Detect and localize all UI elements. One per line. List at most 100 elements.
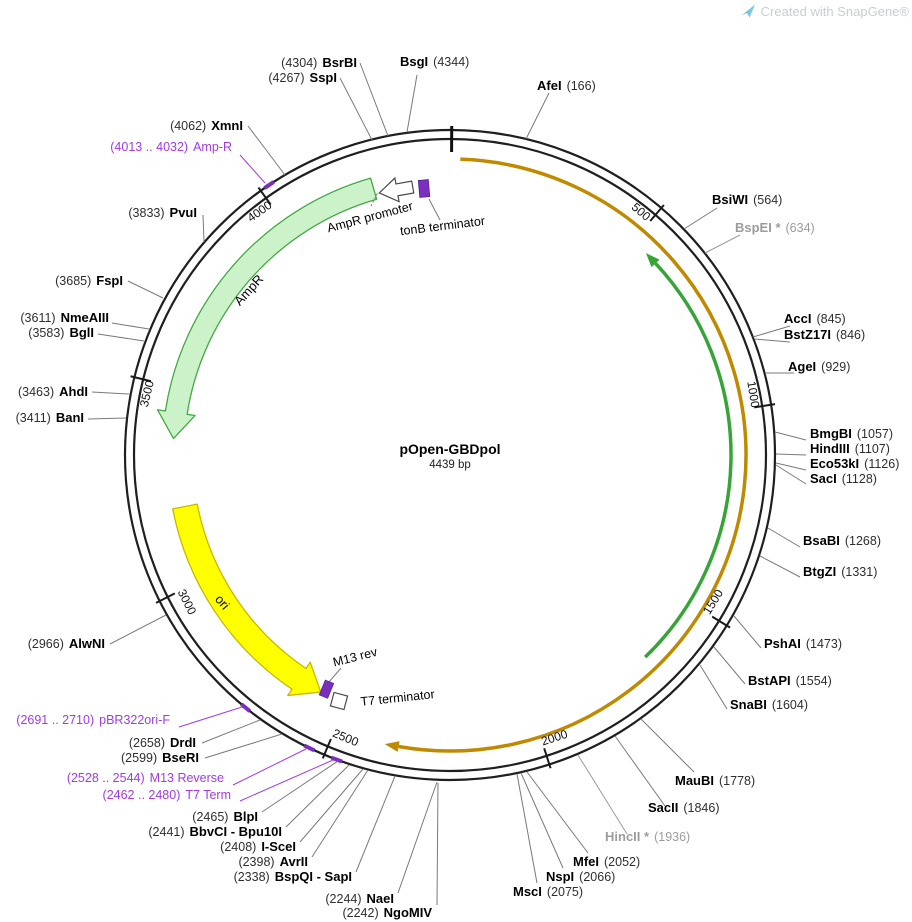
leader-line bbox=[713, 646, 746, 685]
enzyme-label-msci[interactable]: MscI(2075) bbox=[513, 884, 584, 899]
enzyme-label-hindiii[interactable]: HindIII(1107) bbox=[810, 441, 890, 456]
enzyme-label-sacii[interactable]: SacII(1846) bbox=[648, 800, 720, 815]
feature-arc-inner-arrowhead[interactable] bbox=[645, 253, 660, 268]
leader-line bbox=[775, 464, 807, 485]
leader-line bbox=[261, 760, 339, 813]
leader-line bbox=[520, 772, 564, 869]
primer-label-t7-term[interactable]: (2462 .. 2480)T7 Term bbox=[102, 788, 231, 802]
enzyme-label-bsrbi[interactable]: (4304)BsrBI bbox=[281, 55, 357, 70]
enzyme-label-maubi[interactable]: MauBI(1778) bbox=[675, 773, 756, 788]
enzyme-label-bseri[interactable]: (2599)BseRI bbox=[121, 750, 199, 765]
t7-terminator-label[interactable]: T7 terminator bbox=[360, 687, 435, 709]
watermark-text: Created with SnapGene® bbox=[760, 3, 909, 19]
feature-arc-inner[interactable] bbox=[643, 262, 733, 659]
ampr-promoter-leader bbox=[370, 191, 379, 207]
enzyme-label-ahdi[interactable]: (3463)AhdI bbox=[17, 384, 88, 399]
leader-line bbox=[397, 781, 438, 894]
leader-line bbox=[683, 207, 718, 230]
leader-line bbox=[436, 782, 439, 906]
m13-rev-label[interactable]: M13 rev bbox=[331, 645, 379, 670]
ampr-promoter-arrow-glyph[interactable] bbox=[377, 175, 415, 205]
plasmid-backbone-outer-circle bbox=[123, 128, 777, 782]
enzyme-label-bstapi[interactable]: BstAPI(1554) bbox=[748, 673, 832, 688]
leader-line bbox=[311, 769, 369, 858]
leader-line bbox=[87, 417, 127, 420]
enzyme-label-nspi[interactable]: NspI(2066) bbox=[546, 869, 616, 884]
enzyme-label-alwni[interactable]: (2966)AlwNI bbox=[27, 636, 105, 651]
plasmid-title-block: pOpen-GBDpol 4439 bp bbox=[330, 441, 570, 471]
enzyme-label-naei[interactable]: (2244)NaeI bbox=[325, 891, 394, 906]
enzyme-label-btgzi[interactable]: BtgZI(1331) bbox=[803, 564, 878, 579]
tick-label: 2000 bbox=[540, 727, 570, 749]
tick-label: 3500 bbox=[137, 379, 157, 409]
primer-site-mark[interactable] bbox=[240, 702, 252, 713]
enzyme-label-bsgi[interactable]: BsgI(4344) bbox=[400, 54, 470, 69]
enzyme-label-mfei[interactable]: MfeI(2052) bbox=[573, 854, 641, 869]
snapgene-logo-icon bbox=[741, 4, 755, 18]
leader-line bbox=[640, 718, 695, 773]
primer-site-mark[interactable] bbox=[330, 755, 343, 764]
leader-line bbox=[753, 338, 791, 343]
leader-line bbox=[577, 754, 628, 835]
enzyme-label-bsiwi[interactable]: BsiWI(564) bbox=[712, 192, 783, 207]
feature-arc-outer-arrowhead[interactable] bbox=[384, 741, 400, 752]
enzyme-label-bsabi[interactable]: BsaBI(1268) bbox=[803, 533, 881, 548]
enzyme-label-bspqi-sapi[interactable]: (2338)BspQI - SapI bbox=[233, 869, 352, 884]
leader-line bbox=[614, 735, 666, 807]
enzyme-label-acci[interactable]: AccI(845) bbox=[784, 311, 846, 326]
leader-line bbox=[339, 77, 373, 141]
enzyme-label-hincii[interactable]: HincII *(1936) bbox=[605, 829, 691, 844]
enzyme-label-pvui[interactable]: (3833)PvuI bbox=[128, 205, 197, 220]
enzyme-label-saci[interactable]: SacI(1128) bbox=[810, 471, 877, 486]
enzyme-label-afei[interactable]: AfeI(166) bbox=[537, 78, 596, 93]
tick-label: 1000 bbox=[744, 380, 762, 409]
enzyme-label-sspi[interactable]: (4267)SspI bbox=[268, 70, 337, 85]
ampr-feature-arrow[interactable] bbox=[156, 177, 378, 440]
enzyme-label-pshai[interactable]: PshAI(1473) bbox=[764, 636, 842, 651]
t7-terminator-glyph[interactable] bbox=[329, 691, 349, 711]
primer-site-mark[interactable] bbox=[263, 180, 275, 190]
leader-line bbox=[516, 773, 538, 884]
enzyme-label-agei[interactable]: AgeI(929) bbox=[788, 359, 851, 374]
primer-label-amp-r[interactable]: (4013 .. 4032)Amp-R bbox=[110, 140, 232, 154]
enzyme-label-bspei[interactable]: BspEI *(634) bbox=[735, 220, 815, 235]
feature-arc-outer[interactable] bbox=[398, 157, 748, 753]
primer-label-pbr322ori-f[interactable]: (2691 .. 2710)pBR322ori-F bbox=[16, 713, 170, 727]
tick-label: 2500 bbox=[331, 726, 361, 749]
enzyme-label-bmgbi[interactable]: BmgBI(1057) bbox=[810, 426, 894, 441]
enzyme-label-ngomiv[interactable]: (2242)NgoMIV bbox=[342, 905, 432, 920]
enzyme-label-bani[interactable]: (3411)BanI bbox=[15, 410, 84, 425]
primer-leader-line bbox=[232, 748, 307, 786]
tonb-terminator-label[interactable]: tonB terminator bbox=[399, 214, 486, 238]
enzyme-label-blpi[interactable]: (2465)BlpI bbox=[192, 809, 258, 824]
coordinate-tick bbox=[130, 375, 152, 383]
enzyme-label-i-scei[interactable]: (2408)I-SceI bbox=[220, 839, 296, 854]
enzyme-label-avrii[interactable]: (2398)AvrII bbox=[238, 854, 308, 869]
enzyme-label-nmeaiii[interactable]: (3611)NmeAIII bbox=[20, 310, 109, 325]
coordinate-tick bbox=[257, 186, 272, 206]
m13-rev-primer-glyph[interactable] bbox=[318, 679, 335, 699]
enzyme-label-snabi[interactable]: SnaBI(1604) bbox=[730, 697, 808, 712]
tonb-terminator-leader bbox=[428, 198, 441, 221]
plasmid-name: pOpen-GBDpol bbox=[399, 441, 501, 457]
enzyme-label-bgli[interactable]: (3583)BglI bbox=[28, 325, 94, 340]
primer-site-mark[interactable] bbox=[303, 743, 316, 753]
primer-label-m13-reverse[interactable]: (2528 .. 2544)M13 Reverse bbox=[66, 771, 224, 785]
leader-line bbox=[733, 615, 762, 649]
enzyme-label-drdi[interactable]: (2658)DrdI bbox=[128, 735, 196, 750]
leader-line bbox=[774, 431, 807, 441]
coordinate-tick bbox=[754, 403, 776, 409]
leader-line bbox=[285, 764, 350, 828]
leader-line bbox=[91, 391, 130, 395]
enzyme-label-bstz17i[interactable]: BstZ17I(846) bbox=[784, 327, 866, 342]
tick-label: 1500 bbox=[700, 587, 726, 617]
leader-line bbox=[759, 555, 801, 578]
enzyme-label-bbvci-bpu10i[interactable]: (2441)BbvCI - Bpu10I bbox=[148, 824, 282, 839]
enzyme-label-eco53ki[interactable]: Eco53kI(1126) bbox=[810, 456, 900, 471]
enzyme-label-fspi[interactable]: (3685)FspI bbox=[55, 273, 123, 288]
ori-feature-arrow[interactable] bbox=[172, 503, 322, 697]
coordinate-tick bbox=[543, 747, 552, 769]
enzyme-label-xmni[interactable]: (4062)XmnI bbox=[170, 118, 243, 133]
tonb-terminator-glyph[interactable] bbox=[417, 179, 431, 198]
